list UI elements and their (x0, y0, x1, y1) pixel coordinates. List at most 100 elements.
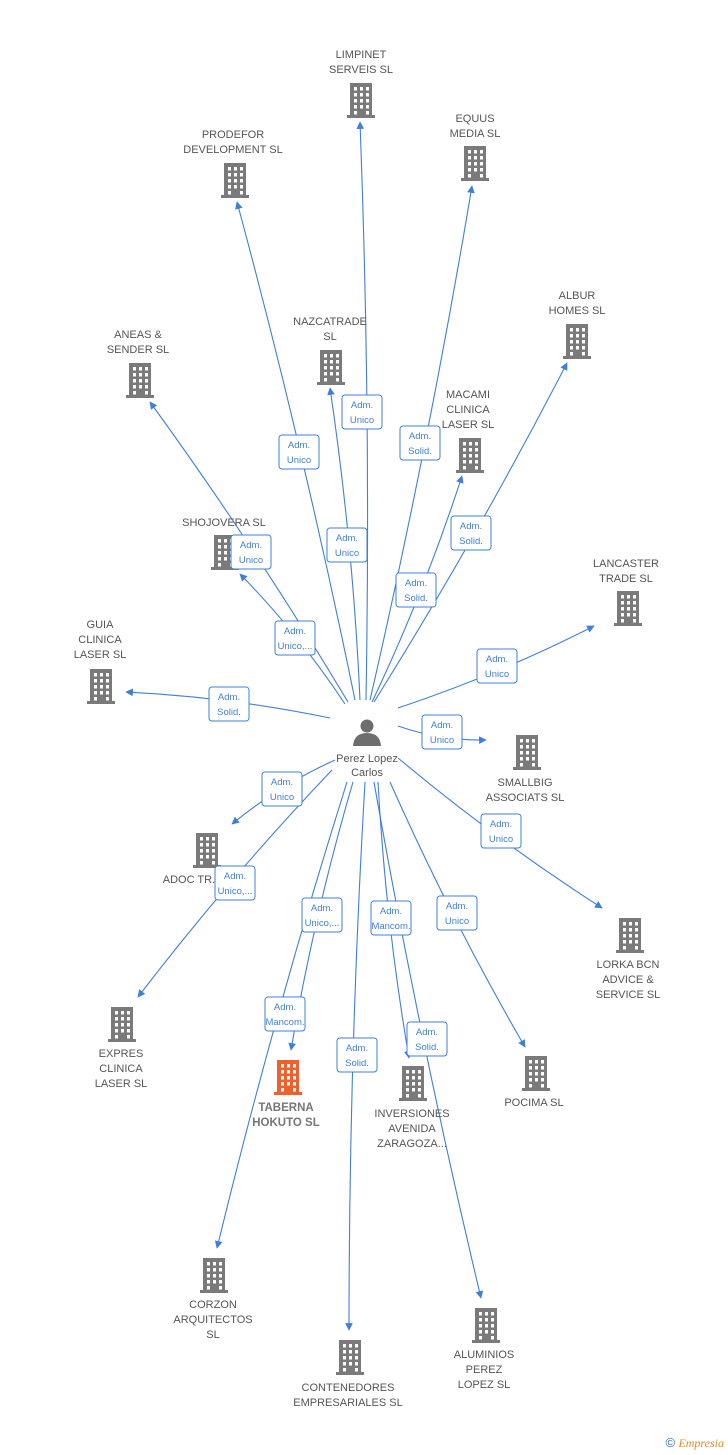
building-icon (614, 591, 642, 626)
role-text: Adm. (274, 1002, 296, 1013)
role-badge-equus[interactable]: Adm.Solid. (399, 425, 441, 461)
role-badge-macami[interactable]: Adm. Solid. (395, 572, 437, 608)
role-text: Unico (270, 792, 294, 803)
role-badge-aneas[interactable]: Adm. Unico (230, 534, 272, 570)
company-label-line: LASER SL (74, 649, 127, 661)
role-text: Unico,... (218, 886, 253, 897)
company-label-line: ADOC TR... (163, 874, 221, 886)
company-node-aneas[interactable]: ANEAS &SENDER SL (107, 329, 169, 398)
role-badge-shojovera[interactable]: Adm.Unico,... (274, 620, 316, 656)
role-text: Solid. (408, 446, 432, 457)
role-text: Adm. (218, 692, 240, 703)
role-text: Adm. (240, 540, 262, 551)
building-icon (616, 918, 644, 953)
role-text: Unico (430, 735, 454, 746)
role-text: Unico,... (305, 918, 340, 929)
role-text: Unico,... (278, 641, 313, 652)
role-badge-guia[interactable]: Adm. Solid. (208, 686, 250, 722)
role-text: Adm. (405, 578, 427, 589)
role-text: Adm. (346, 1043, 368, 1054)
person-name-line: Perez Lopez (336, 753, 398, 765)
company-label-line: ADVICE & (602, 974, 654, 986)
role-badge-smallbig[interactable]: Adm.Unico (421, 714, 463, 750)
role-text: Solid. (459, 536, 483, 547)
company-node-inversiones[interactable]: INVERSIONESAVENIDAZARAGOZA... (374, 1066, 450, 1150)
role-text: Adm. (288, 440, 310, 451)
role-text: Unico (335, 548, 359, 559)
role-text: Mancom. (371, 921, 410, 932)
role-text: Unico (350, 415, 374, 426)
role-text: Solid. (404, 593, 428, 604)
role-text: Adm. (486, 654, 508, 665)
building-icon (522, 1056, 550, 1091)
company-node-adoc[interactable]: ADOC TR... (163, 833, 221, 886)
role-badge-lancaster[interactable]: Adm. Unico (476, 648, 518, 684)
company-label-line: HOMES SL (549, 305, 606, 317)
role-text: Solid. (217, 707, 241, 718)
company-label-line: SERVEIS SL (329, 64, 393, 76)
role-text: Adm. (380, 906, 402, 917)
building-icon (221, 163, 249, 198)
role-text: Unico (239, 555, 263, 566)
company-label-line: CLINICA (78, 634, 122, 646)
company-label-line: SENDER SL (107, 344, 169, 356)
company-label-line: PRODEFOR (202, 129, 264, 141)
building-icon (126, 363, 154, 398)
role-text: Unico (489, 834, 513, 845)
role-badge-prodefor[interactable]: Adm.Unico (278, 434, 320, 470)
role-badge-inversiones[interactable]: Adm. Mancom. (370, 900, 412, 936)
building-icon (87, 669, 115, 704)
company-label-line: NAZCATRADE (293, 316, 367, 328)
company-label-line: SERVICE SL (596, 989, 661, 1001)
role-badge-lorka[interactable]: Adm.Unico (480, 813, 522, 849)
company-label-line: SL (206, 1329, 219, 1341)
role-badge-albur[interactable]: Adm.Solid. (450, 515, 492, 551)
role-badge-pocima[interactable]: Adm.Unico (436, 895, 478, 931)
company-label-line: CONTENEDORES (302, 1382, 395, 1394)
role-badge-corzon[interactable]: Adm. Unico,... (301, 897, 343, 933)
role-badge-contenedores[interactable]: Adm.Solid. (336, 1037, 378, 1073)
role-badge-aluminios[interactable]: Adm.Solid. (406, 1021, 448, 1057)
company-label-line: SHOJOVERA SL (182, 517, 266, 529)
role-badge-taberna[interactable]: Adm. Mancom. (264, 996, 306, 1032)
building-icon (193, 833, 221, 868)
role-text: Mancom. (265, 1017, 304, 1028)
person-icon (353, 719, 381, 746)
company-label-line: MACAMI (446, 389, 490, 401)
role-text: Adm. (311, 903, 333, 914)
company-label-line: ASSOCIATS SL (486, 792, 565, 804)
person-name-line: Carlos (351, 767, 383, 779)
role-badge-nazcatrade[interactable]: Adm.Unico (326, 527, 368, 563)
company-label-line: CLINICA (446, 404, 490, 416)
company-label-line: EQUUS (455, 113, 494, 125)
building-icon (472, 1308, 500, 1343)
role-text: Unico (485, 669, 509, 680)
company-label-line: TABERNA (258, 1102, 313, 1114)
building-icon (317, 350, 345, 385)
role-badge-adoc[interactable]: Adm.Unico (261, 771, 303, 807)
building-icon (563, 324, 591, 359)
company-label-line: AVENIDA (388, 1123, 436, 1135)
role-badge-expres[interactable]: Adm.Unico,... (214, 865, 256, 901)
company-node-pocima[interactable]: POCIMA SL (504, 1056, 564, 1109)
company-label-line: LANCASTER (593, 558, 659, 570)
role-badge-limpinet[interactable]: Adm.Unico (341, 394, 383, 430)
